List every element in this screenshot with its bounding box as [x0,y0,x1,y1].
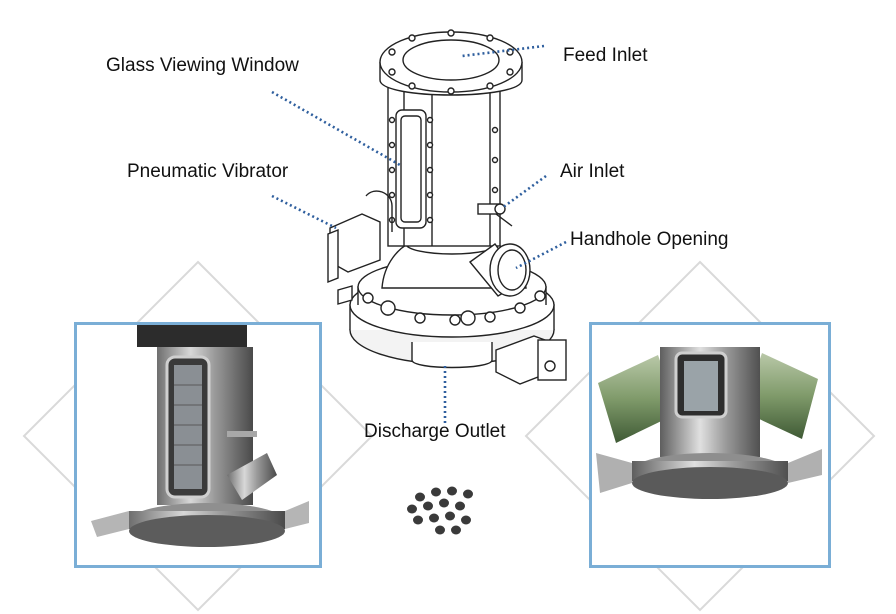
leader-handhole-opening [515,240,567,270]
photo-inset-left [74,322,322,568]
photo-inset-right [589,322,831,568]
label-pneumatic-vibrator: Pneumatic Vibrator [127,161,289,182]
label-handhole-opening: Handhole Opening [570,229,729,250]
particle-cluster [407,486,473,535]
leader-pneumatic-vibrator [271,194,337,230]
label-feed-inlet: Feed Inlet [563,45,648,66]
sight-glass-equipment-drawing [327,29,567,385]
leader-lines [271,44,567,426]
leader-glass-viewing-window [271,90,401,167]
photo-left-illustration [91,325,309,547]
photo-right-illustration [596,347,822,499]
leader-feed-inlet [461,44,545,58]
leader-air-inlet [501,174,547,210]
label-air-inlet: Air Inlet [560,161,625,182]
label-discharge-outlet: Discharge Outlet [364,421,506,442]
label-glass-viewing-window: Glass Viewing Window [106,55,299,76]
